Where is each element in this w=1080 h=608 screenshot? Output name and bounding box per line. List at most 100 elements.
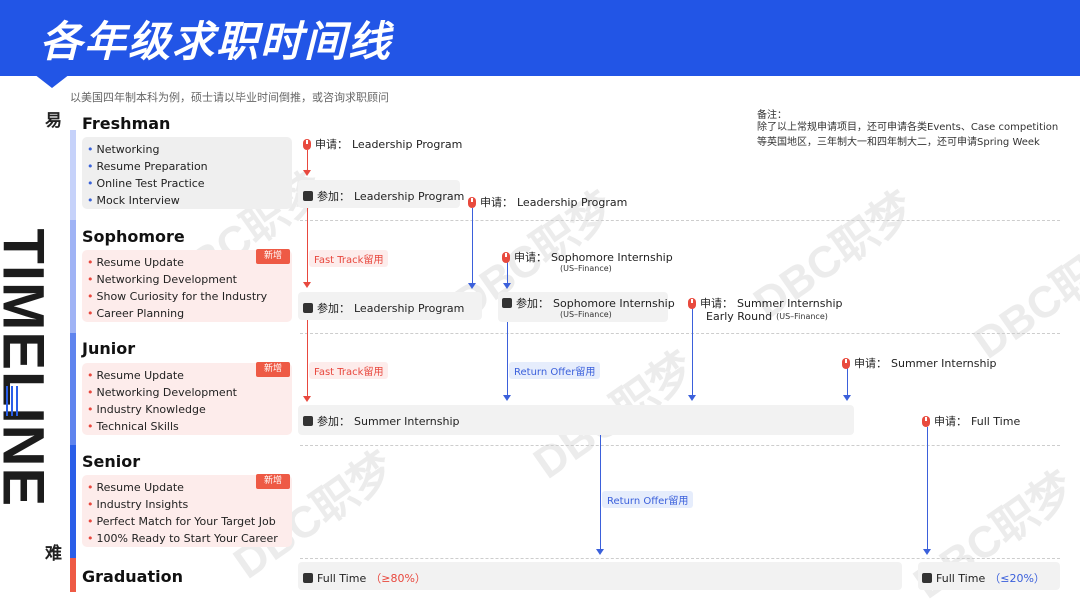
mouse-icon — [303, 138, 311, 150]
new-badge: 新增 — [256, 249, 290, 264]
arrow-down-icon — [688, 395, 696, 401]
timeline-connector — [472, 208, 473, 284]
timeline-connector — [507, 322, 508, 396]
side-timeline-word: TIMELINE — [0, 228, 56, 508]
return-offer-tag: Return Offer留用 — [602, 491, 694, 508]
timeline-connector — [307, 208, 308, 283]
fast-track-tag: Fast Track留用 — [309, 362, 389, 379]
timeline-connector — [847, 368, 848, 396]
stage-title-senior: Senior — [82, 452, 141, 471]
list-item: Online Test Practice — [87, 175, 292, 192]
timeline-connector — [307, 150, 308, 172]
stage-title-graduation: Graduation — [82, 567, 183, 586]
level-bar-junior — [70, 333, 76, 445]
mouse-icon — [842, 357, 850, 369]
level-bar-sophomore — [70, 220, 76, 333]
list-item: Perfect Match for Your Target Job — [87, 513, 292, 530]
mouse-icon — [502, 251, 510, 263]
us-finance-note: (US–Finance) — [560, 310, 612, 319]
graduation-full-time-later: Full Time（≤20%） — [922, 570, 1045, 586]
event-join-leadership: 参加：Leadership Program — [303, 300, 464, 316]
timeline-connector — [927, 427, 928, 550]
level-bar-senior — [70, 445, 76, 558]
page-subtitle: 以美国四年制本科为例，硕士请以毕业时间倒推，或咨询求职顾问 — [70, 91, 389, 104]
arrow-down-icon — [468, 283, 476, 289]
arrow-down-icon — [923, 549, 931, 555]
page-title: 各年级求职时间线 — [40, 17, 393, 66]
side-bars-decoration — [6, 386, 20, 416]
event-join-leadership: 参加：Leadership Program — [303, 188, 464, 204]
event-band — [298, 180, 460, 208]
arrow-down-icon — [596, 549, 604, 555]
event-band — [498, 292, 668, 322]
mouse-icon — [922, 415, 930, 427]
fast-track-tag: Fast Track留用 — [309, 250, 389, 267]
briefcase-icon — [922, 573, 932, 583]
header-notch — [34, 74, 70, 88]
new-badge: 新增 — [256, 474, 290, 489]
briefcase-icon — [303, 573, 313, 583]
list-item: Networking — [87, 141, 292, 158]
difficulty-hard-label: 难 — [45, 544, 62, 564]
mouse-icon — [468, 196, 476, 208]
event-apply-summer-early: 申请：Summer Internship — [688, 295, 843, 311]
list-item: Industry Knowledge — [87, 401, 292, 418]
badge-icon — [303, 416, 313, 426]
event-apply-leadership: 申请：Leadership Program — [303, 136, 462, 152]
stage-title-junior: Junior — [82, 339, 136, 358]
level-bar-graduation — [70, 558, 76, 592]
timeline-connector — [307, 320, 308, 397]
difficulty-easy-label: 易 — [45, 111, 62, 131]
arrow-down-icon — [503, 283, 511, 289]
badge-icon — [303, 303, 313, 313]
return-offer-tag: Return Offer留用 — [509, 362, 601, 379]
event-apply-leadership: 申请：Leadership Program — [468, 194, 627, 210]
arrow-down-icon — [303, 282, 311, 288]
event-band — [298, 292, 482, 320]
list-item: Networking Development — [87, 384, 292, 401]
separator — [300, 445, 1060, 446]
list-item: Technical Skills — [87, 418, 292, 435]
stage-title-freshman: Freshman — [82, 114, 171, 133]
us-finance-note: (US–Finance) — [560, 264, 612, 273]
event-apply-summer-intern: 申请：Summer Internship — [842, 355, 997, 371]
event-join-soph-intern: 参加：Sophomore Internship — [502, 295, 675, 311]
event-join-summer-intern: 参加：Summer Internship — [303, 413, 460, 429]
list-item: Career Planning — [87, 305, 292, 322]
timeline-connector — [692, 308, 693, 396]
notes-title: 备注： — [757, 110, 787, 121]
mouse-icon — [688, 297, 696, 309]
arrow-down-icon — [303, 170, 311, 176]
list-item: Networking Development — [87, 271, 292, 288]
list-item: Resume Preparation — [87, 158, 292, 175]
list-item: 100% Ready to Start Your Career — [87, 530, 292, 547]
new-badge: 新增 — [256, 362, 290, 377]
graduation-band — [298, 562, 902, 590]
level-bar-freshman — [70, 130, 76, 220]
notes-body: 除了以上常规申请项目，还可申请各类Events、Case competition… — [757, 122, 1059, 148]
header-bar — [0, 0, 1080, 76]
badge-icon — [502, 298, 512, 308]
stage-title-sophomore: Sophomore — [82, 227, 185, 246]
list-item: Resume Update — [87, 254, 292, 271]
arrow-down-icon — [843, 395, 851, 401]
event-apply-full-time: 申请：Full Time — [922, 413, 1020, 429]
list-item: Mock Interview — [87, 192, 292, 209]
arrow-down-icon — [503, 395, 511, 401]
separator — [300, 333, 1060, 334]
separator — [300, 558, 1060, 559]
list-item: Show Curiosity for the Industry — [87, 288, 292, 305]
event-band — [298, 405, 854, 435]
separator — [300, 220, 1060, 221]
list-item: Resume Update — [87, 367, 292, 384]
timeline-connector — [600, 435, 601, 550]
badge-icon — [303, 191, 313, 201]
list-item: Industry Insights — [87, 496, 292, 513]
graduation-full-time-main: Full Time（≥80%） — [303, 570, 426, 586]
arrow-down-icon — [303, 396, 311, 402]
event-apply-soph-intern: 申请：Sophomore Internship — [502, 249, 673, 265]
early-round-note: Early Round (US–Finance) — [706, 310, 828, 323]
graduation-band — [918, 562, 1060, 590]
list-item: Resume Update — [87, 479, 292, 496]
skills-freshman: Networking Resume Preparation Online Tes… — [82, 137, 292, 209]
